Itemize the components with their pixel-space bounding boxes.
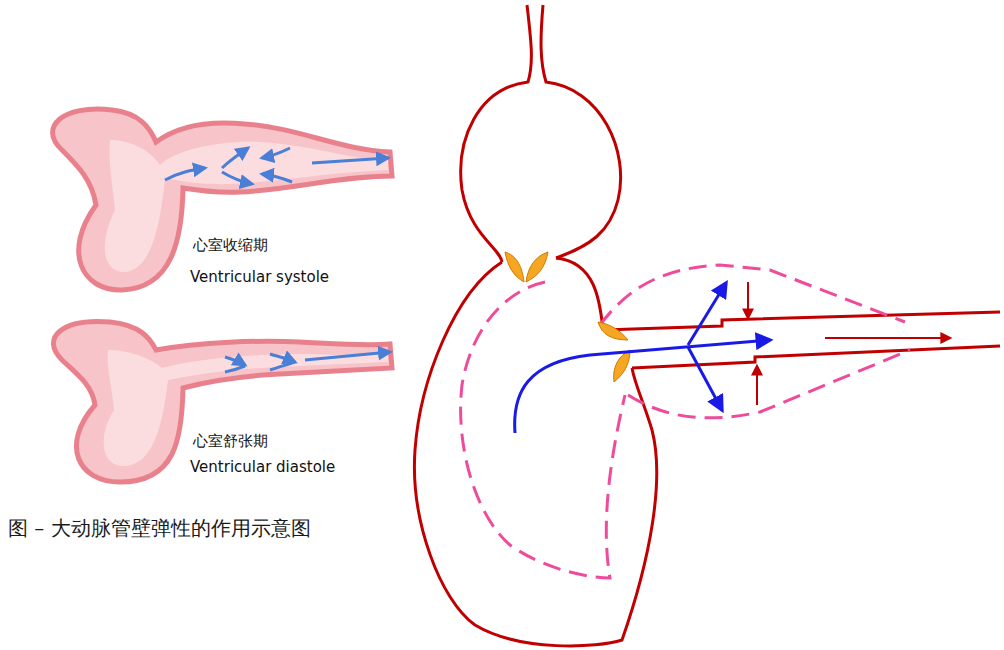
flow-arrow [222,148,248,168]
aorta-dashed [628,350,910,418]
diastole-heart [53,321,392,482]
flow-arrow [165,168,205,180]
systole-heart [53,109,392,290]
flow-arrow [270,354,295,362]
aorta-wall [632,346,1000,368]
flow-arrows [225,352,390,372]
phase-label-zh: 心室舒张期 [193,432,268,450]
flow-arrow [312,158,388,163]
valve-cusp [598,322,628,340]
flow-arrow [262,174,292,182]
phase-label-zh: 心室收缩期 [193,236,268,254]
flow-arrow [825,337,950,339]
flow-arrow [225,366,245,372]
recoil-arrow [747,282,749,318]
flow-arrows [165,148,388,184]
ventricle-wall [414,262,656,646]
flow-arrow [222,172,252,184]
heart-inner [105,140,388,272]
heart-shape [53,321,392,482]
valve-cusp [614,350,630,382]
blood-flow [515,283,770,433]
flow-arrow [688,283,726,345]
heart-outline [414,5,1000,646]
valve-cusp [526,252,548,282]
valve-cusp [505,252,524,282]
expanded-outline [461,265,910,578]
phase-label-en: Ventricular systole [190,268,329,286]
flow-arrow [305,352,390,360]
figure-caption: 图 – 大动脉管壁弹性的作用示意图 [8,516,311,540]
flow-arrow [225,357,245,365]
flow-arrow [262,148,290,158]
phase-label-en: Ventricular diastole [190,458,335,476]
heart-inner [104,350,388,466]
atrium-wall [461,5,532,262]
flow-arrow [270,362,295,370]
heart-wall [556,258,603,330]
valve [505,252,630,382]
heart-shape [53,109,392,290]
flow-arrow [688,347,722,410]
atrium-wall [541,5,621,258]
recoil-arrows [748,282,950,405]
recoil-arrow [756,366,758,405]
flow-arrow [515,340,770,433]
aorta-dashed [600,265,905,325]
aorta-wall [603,312,1000,330]
